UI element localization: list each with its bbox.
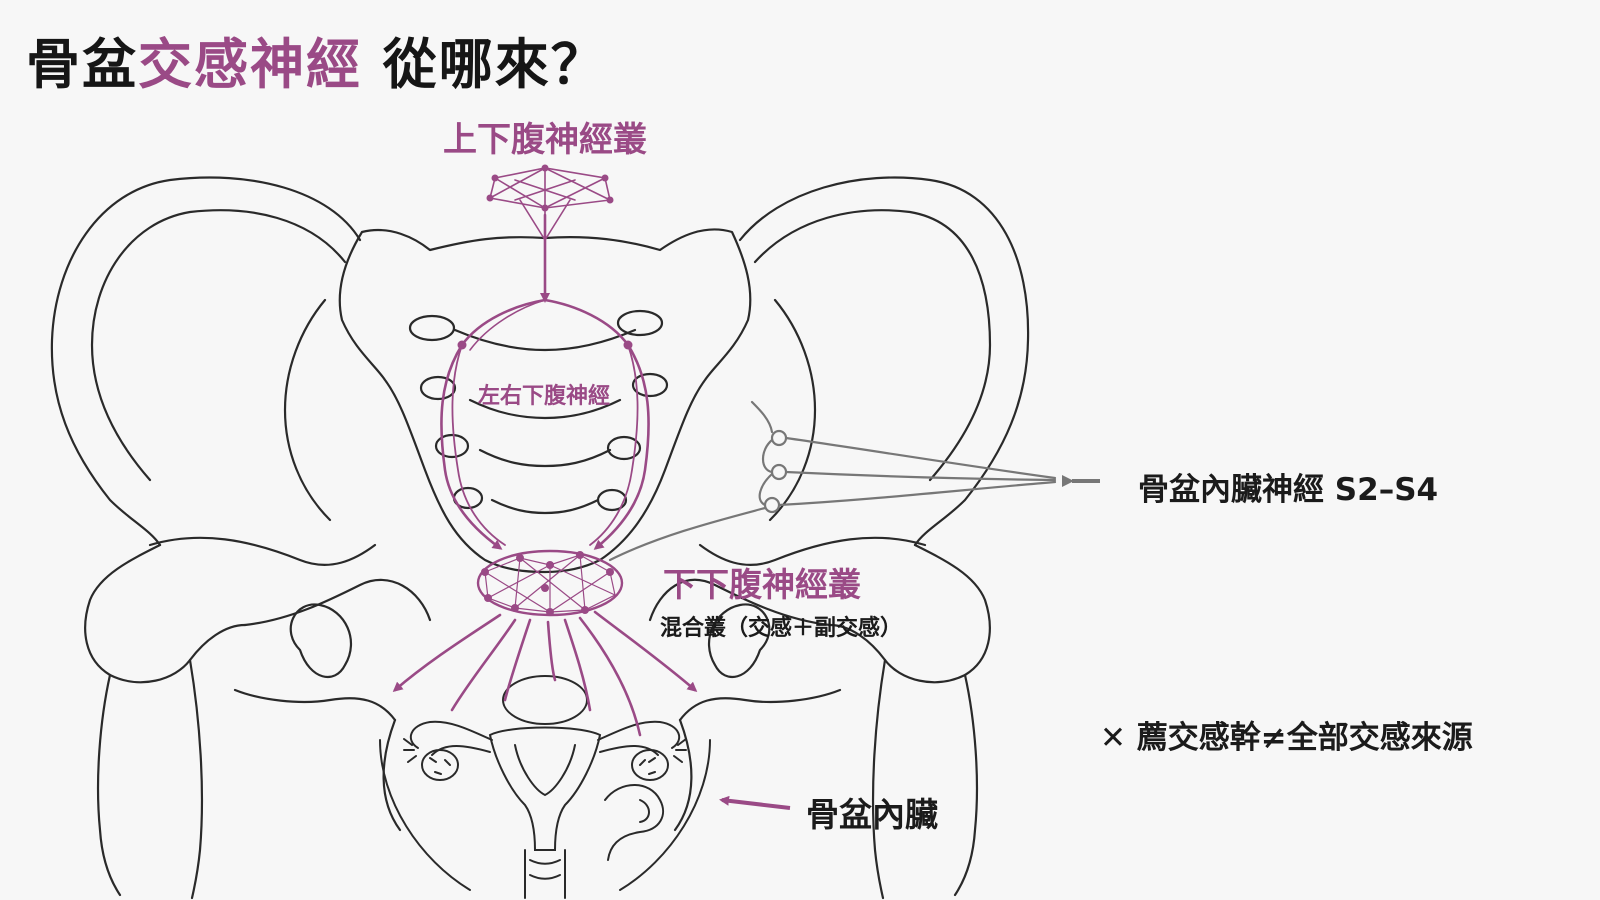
branch-mid-right — [563, 618, 592, 712]
left-obturator — [289, 603, 353, 678]
pelvic-splanchnic-nerves — [608, 400, 1057, 562]
right-obturator — [707, 603, 771, 678]
label-superior-hypogastric-plexus: 上下腹神經叢 — [443, 120, 647, 160]
title-prefix: 骨盆 — [26, 33, 138, 96]
branch-far-left — [392, 613, 502, 692]
uterus — [488, 726, 602, 851]
pelvic-organs — [379, 675, 711, 899]
branch-mid — [546, 620, 557, 682]
right-ovary — [631, 749, 669, 781]
label-hypogastric-nerves: 左右下腹神經 — [478, 384, 611, 409]
label-pelvic-splanchnic-nerves: 骨盆內臟神經 S2–S4 — [1138, 472, 1439, 508]
plexus-nodes — [481, 551, 614, 616]
sacrum — [338, 228, 752, 574]
left-hip-joint — [84, 543, 247, 684]
superior-hypogastric-plexus-web — [489, 167, 611, 241]
label-pelvic-viscera: 骨盆內臟 — [806, 795, 938, 834]
viscera-pointer-arrow — [719, 795, 791, 810]
label-mixed-plexus-note: 混合叢（交感＋副交感） — [660, 616, 903, 641]
label-sacral-trunk-note: ✕ 薦交感幹≠全部交感來源 — [1100, 720, 1473, 756]
left-iliac-wing — [50, 176, 362, 547]
left-fallopian-tube — [409, 720, 493, 749]
right-iliac-wing — [738, 176, 1030, 547]
rectum — [604, 784, 665, 861]
title-highlight: 交感神經 — [138, 33, 362, 96]
left-hypogastric-nerve — [440, 298, 547, 550]
branch-left — [450, 618, 517, 712]
nerve-nodes — [457, 164, 633, 350]
page-title: 骨盆交感神經 從哪來？ — [26, 20, 607, 99]
pelvic-bones — [50, 176, 1030, 900]
right-hypogastric-nerve — [543, 298, 650, 550]
bladder — [502, 675, 588, 725]
nerve-paths — [392, 167, 698, 737]
inferior-hypogastric-plexus — [476, 549, 624, 617]
left-ovary — [421, 749, 459, 781]
label-inferior-hypogastric-plexus: 下下腹神經叢 — [663, 565, 861, 604]
right-fallopian-tube — [597, 720, 681, 749]
branch-right — [578, 616, 642, 737]
branch-far-right — [593, 610, 698, 692]
title-suffix: 從哪來？ — [362, 33, 607, 96]
branch-mid-left — [503, 618, 532, 702]
